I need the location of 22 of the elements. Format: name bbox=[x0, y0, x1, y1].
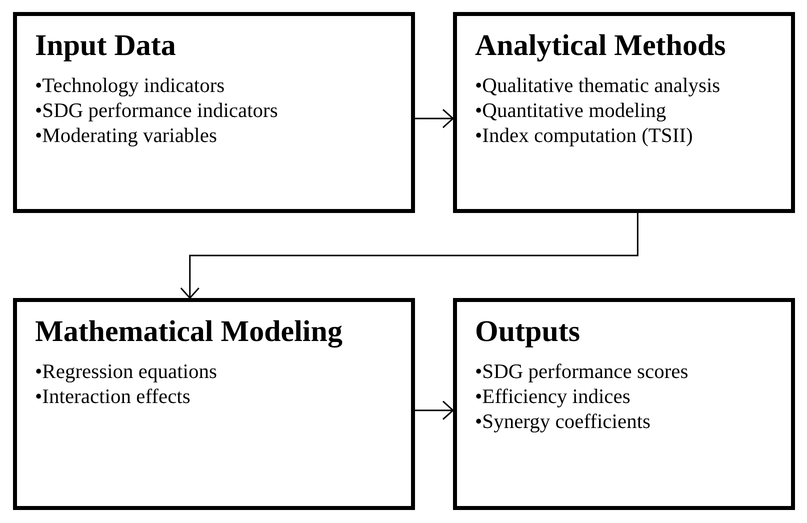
bullet-item: •Qualitative thematic analysis bbox=[475, 74, 722, 99]
arrow bbox=[180, 213, 638, 299]
bullet-item: •SDG performance scores bbox=[475, 360, 690, 385]
process-box bbox=[13, 12, 415, 213]
box-heading: Analytical Methods bbox=[475, 30, 727, 62]
bullet-item: •Moderating variables bbox=[35, 124, 218, 148]
process-box bbox=[453, 298, 795, 510]
bullet-item: •Synergy coefficients bbox=[475, 410, 652, 434]
bullet-item: •Efficiency indices bbox=[475, 384, 632, 410]
arrow bbox=[415, 108, 454, 128]
bullet-item: •Interaction effects bbox=[35, 384, 192, 410]
bullet-item: •Quantitative modeling bbox=[475, 98, 668, 124]
box-heading: Mathematical Modeling bbox=[35, 316, 344, 348]
arrow bbox=[415, 400, 454, 420]
bullet-item: •Regression equations bbox=[35, 360, 218, 385]
box-heading: Input Data bbox=[35, 30, 177, 62]
process-box bbox=[453, 12, 795, 213]
process-box bbox=[13, 298, 415, 510]
bullet-item: •SDG performance indicators bbox=[35, 98, 279, 124]
box-heading: Outputs bbox=[475, 316, 582, 348]
bullet-item: •Technology indicators bbox=[35, 74, 226, 99]
bullet-item: •Index computation (TSII) bbox=[475, 124, 694, 148]
